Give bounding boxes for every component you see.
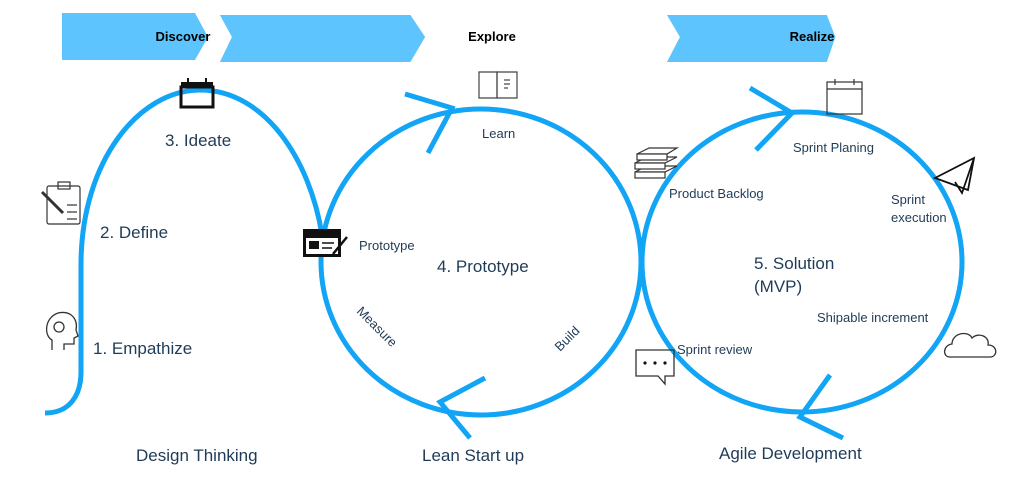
phase-header: Discover Explore Realize [0, 0, 1024, 70]
lean-startup-title: Lean Start up [422, 446, 525, 465]
cycle-arrowhead-bottom [436, 375, 487, 440]
shipable-increment-label: Shipable increment [817, 310, 929, 325]
sprint-execution-label-2: execution [891, 210, 947, 225]
step-define: 2. Define [100, 223, 169, 242]
agile-development-title: Agile Development [719, 444, 862, 463]
head-lightbulb-icon [46, 311, 79, 350]
build-label: Build [552, 323, 583, 354]
clipboard-pencil-icon [40, 181, 81, 225]
learn-label: Learn [482, 126, 516, 141]
measure-label: Measure [354, 304, 400, 350]
sprint-execution-label-1: Sprint [891, 192, 925, 207]
step-empathize: 1. Empathize [93, 339, 193, 358]
phase-label-discover: Discover [156, 29, 211, 44]
calendar-outline-icon [826, 79, 863, 115]
prototype-label: Prototype [359, 238, 415, 253]
phase-label-realize: Realize [790, 29, 835, 44]
calendar-icon [179, 78, 215, 109]
sprint-planing-label: Sprint Planing [793, 140, 874, 155]
design-thinking-title: Design Thinking [136, 446, 258, 465]
chevron-explore-arrow-real [220, 15, 426, 62]
design-thinking-path [44, 87, 325, 416]
agile-cycle [639, 85, 965, 441]
chevron-realize-arrow [666, 15, 836, 62]
cloud-icon [943, 332, 997, 358]
sprint-review-label: Sprint review [677, 342, 753, 357]
product-backlog-label: Product Backlog [669, 186, 764, 201]
chat-bubble-icon [635, 349, 675, 386]
agile-arrowhead-top [748, 85, 797, 152]
agile-center-line1: 5. Solution [754, 254, 835, 273]
chevron-discover-arrow [62, 13, 208, 60]
books-stack-icon [634, 147, 680, 179]
lean-center-title: 4. Prototype [437, 257, 529, 276]
open-book-icon [478, 71, 518, 99]
agile-arrowhead-bottom [796, 373, 845, 441]
step-ideate: 3. Ideate [165, 131, 232, 150]
phase-label-explore: Explore [468, 29, 516, 44]
agile-center-line2: (MVP) [754, 277, 803, 296]
cycle-arrowhead-top [404, 91, 456, 155]
browser-edit-icon [303, 229, 348, 257]
paper-plane-icon [932, 156, 976, 196]
